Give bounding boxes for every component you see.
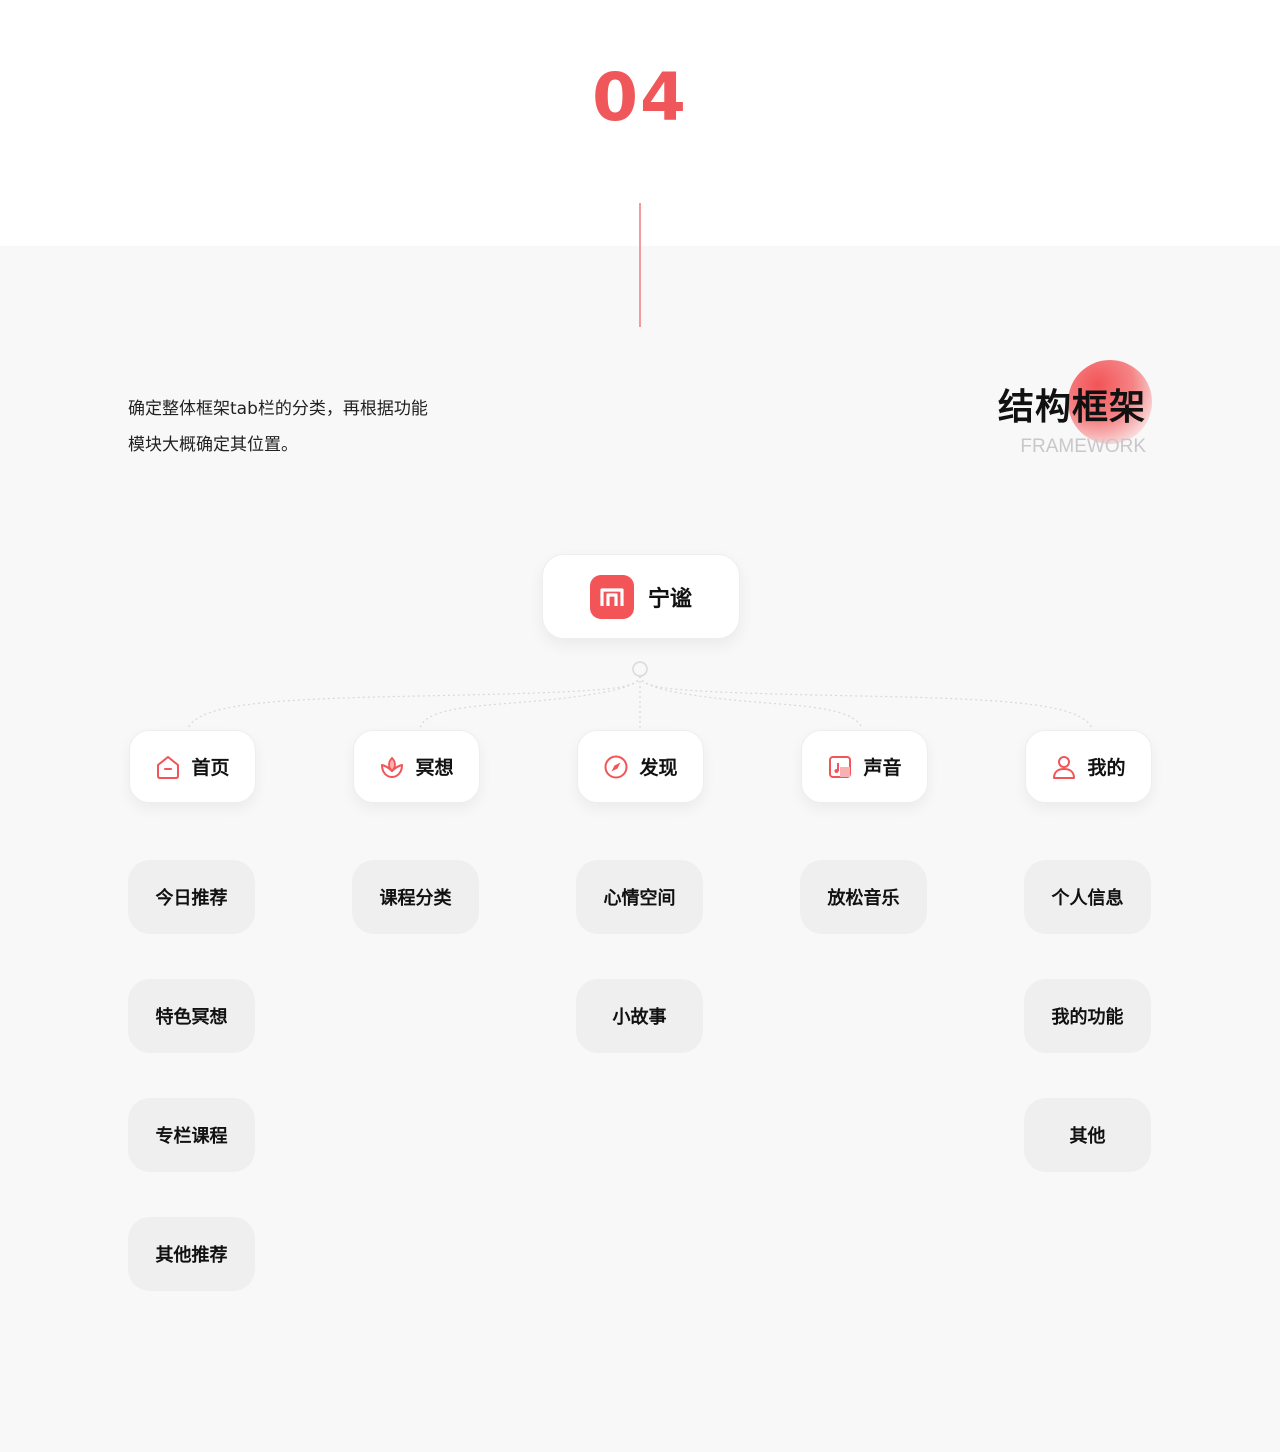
item-relax-music: 放松音乐 [800, 860, 927, 934]
tab-meditate: 冥想 [353, 730, 480, 803]
title-en: FRAMEWORK [1020, 436, 1146, 457]
tab-home: 首页 [129, 730, 256, 803]
title-cn: 结构框架 [997, 387, 1146, 428]
tab-me: 我的 [1025, 730, 1152, 803]
lotus-icon [381, 756, 404, 778]
compass-icon [604, 755, 628, 778]
connector-sound [639, 675, 863, 729]
item-mood-space: 心情空间 [576, 860, 703, 934]
connector-home [187, 675, 641, 729]
description-line-1: 确定整体框架tab栏的分类，再根据功能 [128, 399, 428, 419]
item-other-recommend: 其他推荐 [128, 1217, 255, 1291]
section-title: 结构框架 FRAMEWORK [990, 356, 1152, 466]
item-today-recommend: 今日推荐 [128, 860, 255, 934]
tab-sound: 声音 [801, 730, 928, 803]
tab-label: 冥想 [415, 757, 454, 779]
item-short-stories: 小故事 [576, 979, 703, 1053]
music-icon [829, 755, 852, 778]
divider-line [639, 203, 641, 327]
connector-meditate [419, 675, 641, 729]
item-other: 其他 [1024, 1098, 1151, 1172]
tree-connectors [187, 661, 1093, 729]
item-course-categories: 课程分类 [352, 860, 479, 934]
connector-me [639, 675, 1093, 729]
tab-label: 我的 [1087, 757, 1126, 779]
title-decoration-circle [1068, 360, 1152, 444]
tab-label: 首页 [191, 757, 230, 779]
description-line-2: 模块大概确定其位置。 [128, 435, 298, 455]
root-node: 宁谧 [542, 554, 740, 639]
connector-node [632, 661, 648, 677]
description: 确定整体框架tab栏的分类，再根据功能 模块大概确定其位置。 [128, 391, 508, 463]
item-featured-meditation: 特色冥想 [128, 979, 255, 1053]
item-personal-info: 个人信息 [1024, 860, 1151, 934]
user-icon [1053, 755, 1076, 779]
item-my-functions: 我的功能 [1024, 979, 1151, 1053]
tab-label: 声音 [863, 757, 902, 779]
root-label: 宁谧 [647, 586, 692, 612]
home-icon [157, 755, 180, 779]
tab-label: 发现 [639, 757, 678, 779]
app-logo-icon [589, 574, 634, 619]
section-number: 04 [592, 59, 688, 136]
tab-discover: 发现 [577, 730, 704, 803]
item-column-courses: 专栏课程 [128, 1098, 255, 1172]
